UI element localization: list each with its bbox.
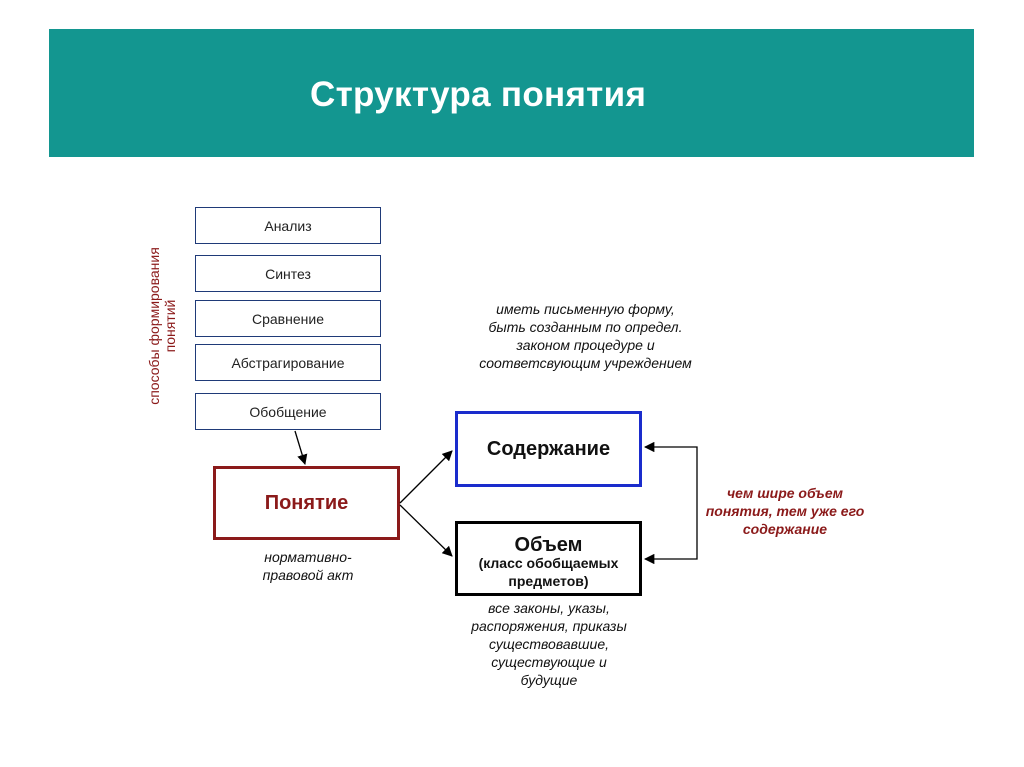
content-note: иметь письменную форму, быть созданным п… (479, 301, 692, 371)
method-box-abstraction: Абстрагирование (195, 344, 381, 381)
volume-label: Объем (514, 534, 583, 556)
concept-note: нормативно-правовой акт (262, 549, 354, 583)
method-box-analysis: Анализ (195, 207, 381, 244)
content-box: Содержание (455, 411, 642, 487)
page-title: Структура понятия (310, 75, 647, 114)
arrow-concept-to-content (399, 450, 453, 504)
volume-label-note: (класс обобщаемых предметов) (478, 555, 619, 589)
arrow-generalization-to-concept (294, 430, 308, 465)
method-box-generalization: Обобщение (195, 393, 381, 430)
relation-note: чем шире объем понятия, тем уже его соде… (705, 485, 865, 537)
arrow-concept-to-volume (399, 504, 453, 557)
header-banner: Структура понятия (49, 29, 974, 157)
volume-note: все законы, указы, распоряжения, приказы… (471, 600, 627, 688)
concept-box: Понятие (213, 466, 400, 540)
method-box-synthesis: Синтез (195, 255, 381, 292)
method-box-comparison: Сравнение (195, 300, 381, 337)
volume-box: Объем (класс обобщаемых предметов) (455, 521, 642, 596)
arrow-content-volume-relation (643, 441, 698, 565)
